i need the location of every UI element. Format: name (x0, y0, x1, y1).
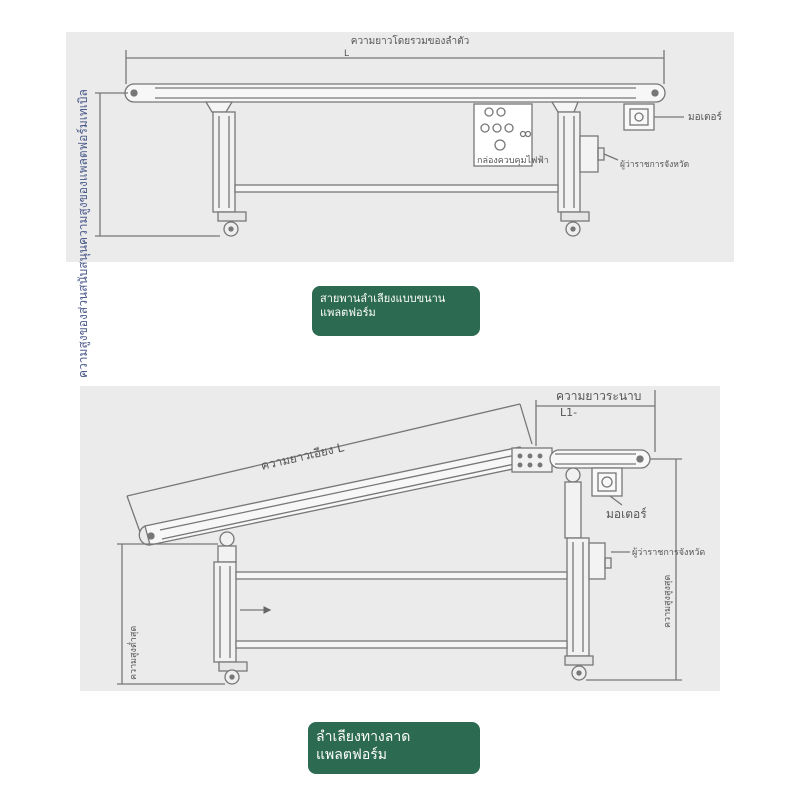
incline-tick-high (519, 403, 533, 445)
caster-hub (228, 226, 234, 232)
governor-box (588, 542, 606, 580)
control-button (484, 107, 494, 117)
motor-label: มอเตอร์ (688, 111, 723, 123)
joint-bolt (527, 453, 533, 459)
leg-pivot-right (565, 467, 581, 483)
inclined-conveyor-labels: ความยาวระนาบ L1- ความยาวเอียง L มอเตอร์ … (126, 389, 705, 680)
motor-label: มอเตอร์ (606, 507, 647, 521)
joint-bolt (527, 462, 533, 468)
flat-height-label: ความสูงของส่วนสนับสนุนความสูงของแพลตฟอร์… (76, 89, 90, 378)
end-roller-high (636, 455, 644, 463)
joint-bolt (517, 462, 523, 468)
governor-leader-line (603, 153, 619, 161)
caster-hub (229, 674, 235, 680)
caster-hub (570, 226, 576, 232)
control-box-label: กล่องควบคุมไฟฟ้า (477, 155, 549, 166)
end-roller-low (147, 532, 155, 540)
inclined-length-dimension-line (126, 403, 521, 497)
flat-conveyor-panel (66, 32, 734, 262)
crossbar (234, 184, 559, 193)
flat-conveyor-caption: สายพานลำเลียงแบบขนาน แพลตฟอร์ม (312, 286, 480, 336)
governor-knob (597, 147, 605, 161)
horizontal-belt (549, 449, 651, 469)
crossbar-upper (235, 571, 568, 580)
incline-tick-low (126, 495, 141, 533)
joint-bolt (537, 462, 543, 468)
control-button (504, 123, 514, 133)
indicator-light (524, 130, 532, 138)
belt-inner-line (159, 454, 517, 531)
right-height-label: ความสูงสูงสุด (663, 575, 673, 628)
flat-belt (124, 83, 666, 103)
leg-bracket-right (550, 101, 579, 113)
control-button (492, 123, 502, 133)
governor-knob (604, 557, 612, 569)
caster-plate-right (560, 211, 590, 222)
incline-joint-plate (511, 447, 553, 473)
leg-left (212, 111, 236, 213)
control-button (480, 123, 490, 133)
inclined-conveyor-drawing (117, 390, 682, 685)
governor-label: ผู้ว่าราชการจังหวัด (620, 159, 689, 170)
crossbar-lower (235, 640, 568, 649)
leg-upper-right (564, 481, 582, 539)
governor-label: ผู้ว่าราชการจังหวัด (632, 547, 705, 558)
motor-body (591, 467, 623, 497)
motor-leader-line (609, 495, 623, 506)
flat-conveyor-labels: ความยาวโดยรวมของลำตัว L กล่องควบคุมไฟฟ้า… (344, 34, 723, 170)
horizontal-length-symbol: L1- (560, 406, 577, 419)
total-length-label: ความยาวโดยรวมของลำตัว (351, 34, 469, 47)
end-roller-right (651, 89, 659, 97)
inclined-conveyor-caption: ลำเลียงทางลาด แพลตฟอร์ม (308, 722, 480, 774)
leg-pivot-left (219, 531, 235, 547)
joint-bolt (517, 453, 523, 459)
horizontal-length-label: ความยาวระนาบ (556, 389, 641, 403)
motor-shaft (601, 476, 613, 488)
belt-end-curve (138, 525, 151, 546)
inclined-length-label: ความยาวเอียง L (260, 440, 346, 473)
joint-bolt (537, 453, 543, 459)
belt-inner-line (161, 461, 525, 540)
leg-bracket-left (204, 101, 234, 113)
control-box (473, 103, 533, 167)
leg-right (557, 111, 581, 213)
left-height-label: ความสูงต่ำสุด (126, 626, 139, 680)
caster-hub (576, 670, 582, 676)
caster-plate-right (564, 655, 594, 666)
leg-upper-left (217, 545, 237, 563)
control-knob (494, 139, 506, 151)
leg-left (213, 561, 237, 663)
motor-body (623, 103, 655, 131)
motor-flange (629, 108, 649, 126)
leg-right (566, 537, 590, 657)
motor-shaft (634, 112, 644, 122)
control-button (496, 107, 506, 117)
motor-flange (597, 472, 617, 492)
caster-plate-left (217, 211, 247, 222)
total-length-symbol: L (344, 49, 349, 59)
end-roller-left (130, 89, 138, 97)
inclined-conveyor-panel (80, 386, 720, 691)
governor-box (579, 135, 599, 173)
flat-conveyor-drawing (95, 50, 684, 237)
